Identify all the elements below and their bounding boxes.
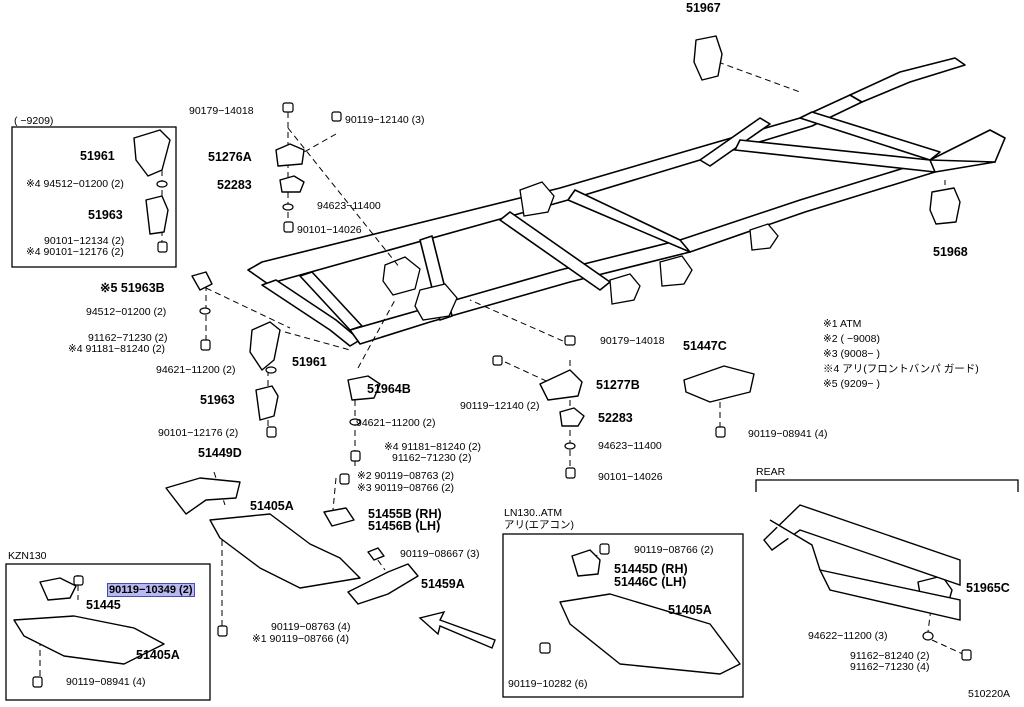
part-51961-mid[interactable]: 51961 [292, 355, 327, 369]
part-90119-08766-ln[interactable]: 90119−08766 (2) [634, 544, 714, 556]
part-52283-top[interactable]: 52283 [217, 178, 252, 192]
part-90119-08766-3[interactable]: ※3 90119−08766 (2) [357, 482, 455, 494]
part-91181-center[interactable]: ※4 91181−81240 (2) [384, 441, 482, 453]
part-51961-box[interactable]: 51961 [80, 149, 115, 163]
part-51449D[interactable]: 51449D [198, 446, 242, 460]
part-90101-14026-right[interactable]: 90101−14026 [598, 471, 663, 483]
part-90101-12134-box[interactable]: 90101−12134 (2) [44, 235, 125, 247]
rear-bracket [755, 479, 1019, 492]
part-90119-12140-top[interactable]: 90119−12140 (3) [345, 114, 425, 126]
part-90179-14018-top[interactable]: 90179−14018 [189, 105, 254, 117]
brackets [13, 35, 961, 675]
part-94623-top[interactable]: 94623−11400 [317, 200, 381, 212]
part-91162-mid[interactable]: 91162−71230 (2) [88, 332, 168, 344]
part-51447C[interactable]: 51447C [683, 339, 727, 353]
part-51967[interactable]: 51967 [686, 1, 721, 15]
part-51445D-rh[interactable]: 51445D (RH) [614, 562, 688, 576]
diagram-id: 510220A [968, 688, 1011, 700]
box-ln-subtitle: アリ(エアコン) [504, 519, 574, 531]
part-94622-11200[interactable]: 94622−11200 (3) [808, 630, 888, 642]
part-90101-12176-box[interactable]: ※4 90101−12176 (2) [26, 246, 124, 258]
part-90101-12176-mid[interactable]: 90101−12176 (2) [158, 427, 239, 439]
part-51405A-kzn[interactable]: 51405A [136, 648, 180, 662]
part-94512-box[interactable]: ※4 94512−01200 (2) [26, 178, 124, 190]
part-51276A[interactable]: 51276A [208, 150, 252, 164]
inset-box-kzn130 [5, 563, 211, 701]
fasteners [32, 102, 972, 688]
part-90119-12140-right[interactable]: 90119−12140 (2) [460, 400, 540, 412]
part-51963-box[interactable]: 51963 [88, 208, 123, 222]
leader-lines [39, 61, 966, 682]
direction-arrow [418, 610, 496, 649]
part-51459A[interactable]: 51459A [421, 577, 465, 591]
part-51446C-lh[interactable]: 51446C (LH) [614, 575, 687, 589]
part-51964B[interactable]: 51964B [367, 382, 411, 396]
part-90119-08941-right[interactable]: 90119−08941 (4) [748, 428, 828, 440]
part-51405A-ln[interactable]: 51405A [668, 603, 712, 617]
rear-frame [763, 504, 961, 621]
inset-box-ln130 [502, 533, 744, 698]
part-90119-10349-highlighted[interactable]: 90119−10349 (2) [107, 583, 195, 597]
part-51968[interactable]: 51968 [933, 245, 968, 259]
part-51456B-lh[interactable]: 51456B (LH) [368, 519, 441, 533]
part-90119-08941-kzn[interactable]: 90119−08941 (4) [66, 676, 146, 688]
part-51963-mid[interactable]: 51963 [200, 393, 235, 407]
box-ln-title: LN130..ATM [504, 507, 563, 519]
part-51455B-rh[interactable]: 51455B (RH) [368, 507, 442, 521]
part-91162-81240[interactable]: 91162−81240 (2) [850, 650, 930, 662]
part-91181-mid[interactable]: ※4 91181−81240 (2) [68, 343, 166, 355]
part-51963B[interactable]: ※5 51963B [100, 281, 165, 295]
legend-4: ※4 アリ(フロントバンパ ガード) [823, 363, 979, 375]
part-91162-center[interactable]: 91162−71230 (2) [392, 452, 472, 464]
part-52283-right[interactable]: 52283 [598, 411, 633, 425]
box-kzn-title: KZN130 [8, 550, 47, 562]
chassis-frame [247, 57, 1006, 347]
part-91162-71230[interactable]: 91162−71230 (4) [850, 661, 930, 673]
part-51965C[interactable]: 51965C [966, 581, 1010, 595]
legend-1: ※1 ATM [823, 318, 862, 330]
legend-3: ※3 (9008− ) [823, 348, 880, 360]
part-94621-left[interactable]: 94621−11200 (2) [156, 364, 236, 376]
part-51277B[interactable]: 51277B [596, 378, 640, 392]
inset-box-9209 [11, 126, 177, 268]
rear-title: REAR [756, 466, 786, 478]
part-51405A-center[interactable]: 51405A [250, 499, 294, 513]
part-94512-mid[interactable]: 94512−01200 (2) [86, 306, 167, 318]
part-90101-14026-top[interactable]: 90101−14026 [297, 224, 362, 236]
legend-2: ※2 ( −9008) [823, 333, 880, 345]
legend-5: ※5 (9209− ) [823, 378, 880, 390]
part-90119-08766-4[interactable]: ※1 90119−08766 (4) [252, 633, 350, 645]
part-90119-08763-2[interactable]: ※2 90119−08763 (2) [357, 470, 455, 482]
part-90119-08667[interactable]: 90119−08667 (3) [400, 548, 480, 560]
part-90119-08763-4[interactable]: 90119−08763 (4) [271, 621, 351, 633]
part-90179-14018-right[interactable]: 90179−14018 [600, 335, 665, 347]
part-94621-center[interactable]: 94621−11200 (2) [356, 417, 436, 429]
box-9209-title: ( −9209) [14, 115, 54, 127]
part-90119-10282-ln[interactable]: 90119−10282 (6) [508, 678, 588, 690]
part-51445[interactable]: 51445 [86, 598, 121, 612]
part-94623-right[interactable]: 94623−11400 [598, 440, 662, 452]
